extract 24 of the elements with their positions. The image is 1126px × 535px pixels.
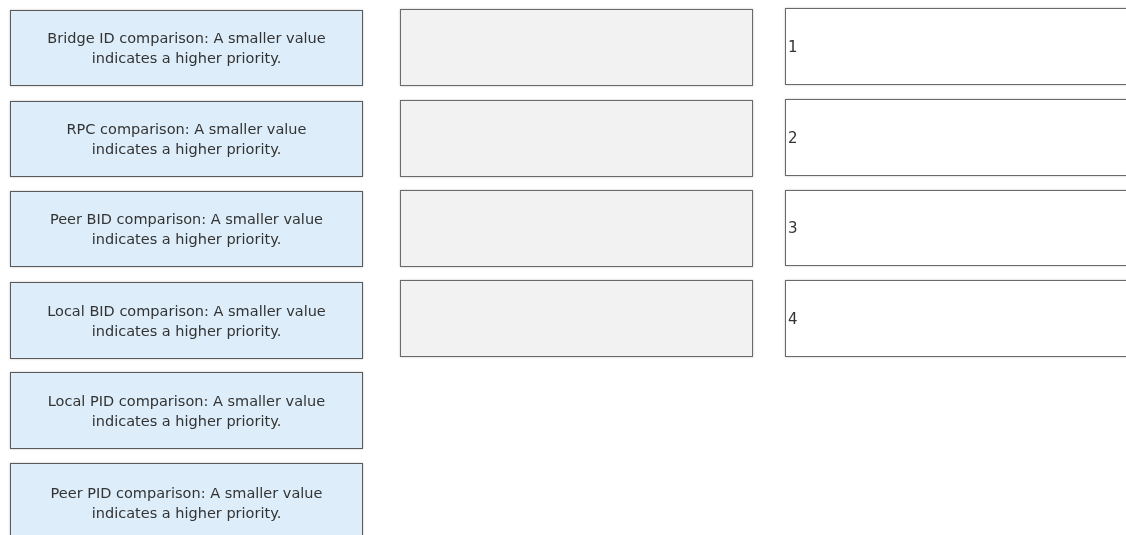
- rank-number: 1: [788, 37, 798, 56]
- drop-target-box: [400, 280, 753, 357]
- ranking-slot: [785, 8, 1126, 85]
- option-text: Peer PID comparison: A smaller value indicates a higher priority.: [49, 484, 324, 523]
- answer-option-card: [10, 372, 363, 449]
- rank-number: 2: [788, 128, 798, 147]
- answer-option-card: [10, 282, 363, 359]
- ranking-slot: [785, 190, 1126, 266]
- answer-option-card: [10, 463, 363, 535]
- option-text: Bridge ID comparison: A smaller value indicates a higher priority.: [46, 29, 327, 68]
- rank-number: 4: [788, 309, 798, 328]
- ranking-slot: [785, 99, 1126, 176]
- option-text: Peer BID comparison: A smaller value indicates a higher priority.: [48, 210, 324, 249]
- drop-target-box: [400, 190, 753, 267]
- option-text: Local BID comparison: A smaller value indicates a higher priority.: [46, 301, 327, 341]
- answer-option-card: [10, 10, 363, 86]
- option-text: Local PID comparison: A smaller value indicates a higher priority.: [46, 391, 327, 431]
- rank-number: 3: [788, 219, 798, 237]
- drop-target-box: [400, 100, 753, 177]
- drop-target-box: [400, 9, 753, 86]
- answer-option-card: [10, 191, 363, 267]
- ranking-slot: [785, 280, 1126, 357]
- option-text: RPC comparison: A smaller value indicates a higher priority.: [65, 120, 308, 159]
- answer-option-card: [10, 101, 363, 177]
